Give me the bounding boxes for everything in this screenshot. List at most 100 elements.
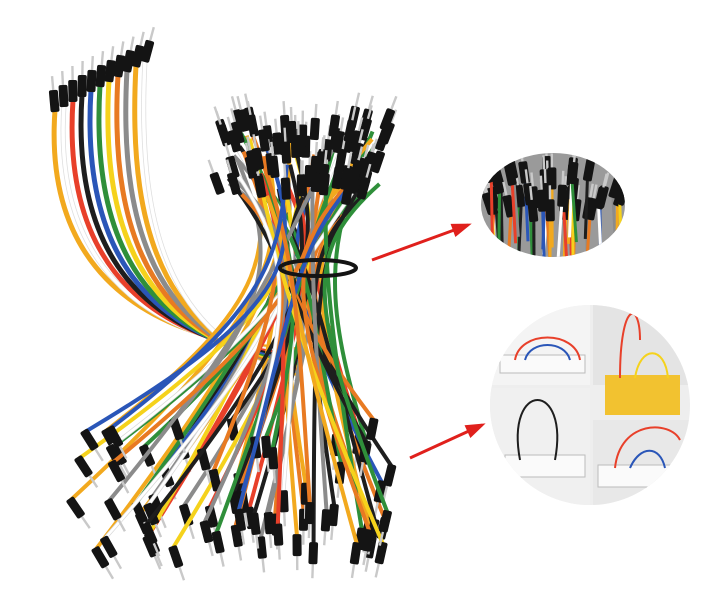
pin bbox=[121, 461, 132, 477]
pin bbox=[314, 141, 319, 158]
pin bbox=[389, 95, 398, 112]
pin bbox=[297, 121, 300, 138]
connector bbox=[308, 542, 319, 579]
connector-housing bbox=[582, 158, 596, 182]
wire bbox=[548, 219, 552, 257]
connector bbox=[215, 110, 232, 147]
pin bbox=[243, 510, 249, 527]
pin bbox=[177, 564, 186, 581]
connector-housing bbox=[68, 79, 78, 103]
connector bbox=[207, 159, 225, 195]
connector-housing bbox=[80, 428, 99, 451]
wire bbox=[323, 180, 364, 531]
connector bbox=[379, 95, 398, 131]
pin bbox=[350, 561, 356, 579]
pin bbox=[550, 153, 554, 170]
pin bbox=[207, 159, 216, 176]
connector bbox=[292, 534, 302, 571]
connector bbox=[108, 459, 130, 494]
pin bbox=[314, 103, 318, 121]
connector bbox=[226, 116, 242, 153]
connector-housing bbox=[318, 163, 330, 187]
pin bbox=[561, 170, 565, 187]
connector-housing bbox=[273, 523, 284, 546]
pin bbox=[601, 173, 608, 190]
connector-housing bbox=[356, 176, 371, 200]
connector bbox=[263, 511, 275, 549]
connector bbox=[585, 184, 598, 221]
connector-housing bbox=[585, 197, 598, 221]
connector bbox=[537, 175, 548, 212]
breadboard bbox=[499, 354, 586, 374]
pin bbox=[357, 117, 364, 134]
pin bbox=[503, 153, 510, 166]
pin bbox=[215, 110, 223, 127]
pin bbox=[357, 129, 364, 146]
pin bbox=[544, 153, 548, 159]
pin bbox=[539, 175, 543, 192]
pin bbox=[119, 41, 125, 58]
connector-housing bbox=[328, 503, 339, 527]
pin bbox=[153, 521, 163, 538]
connector bbox=[199, 520, 214, 557]
connector bbox=[615, 170, 625, 206]
pin bbox=[240, 528, 246, 545]
connector-housing bbox=[251, 147, 264, 171]
wire bbox=[510, 183, 518, 244]
connector bbox=[211, 530, 225, 567]
connector-housing bbox=[594, 186, 608, 210]
connector-housing bbox=[374, 541, 388, 565]
pin bbox=[154, 550, 163, 567]
connector-housing bbox=[365, 417, 379, 441]
pin bbox=[572, 153, 577, 160]
connector bbox=[328, 100, 340, 138]
arrow-head bbox=[464, 423, 486, 439]
breadboard bbox=[504, 454, 586, 478]
wire bbox=[322, 182, 390, 514]
connector-housing bbox=[131, 44, 145, 68]
pin bbox=[266, 455, 270, 472]
connector-housing bbox=[537, 189, 548, 212]
connector-housing bbox=[77, 74, 87, 98]
connector bbox=[143, 502, 163, 538]
pin bbox=[283, 163, 287, 180]
connector-housing bbox=[292, 534, 302, 557]
pin bbox=[364, 163, 372, 180]
wire bbox=[83, 133, 287, 434]
pin bbox=[268, 531, 273, 549]
connector-housing bbox=[74, 455, 93, 478]
pin bbox=[110, 46, 115, 63]
connector bbox=[104, 46, 116, 83]
connector bbox=[95, 51, 107, 88]
connector-housing bbox=[504, 163, 517, 186]
connector bbox=[74, 455, 99, 488]
connector-housing bbox=[100, 535, 118, 558]
connector-housing bbox=[481, 160, 496, 183]
connector-housing bbox=[256, 536, 267, 559]
connector bbox=[106, 444, 128, 478]
connector bbox=[545, 185, 555, 222]
connector-housing bbox=[349, 159, 363, 183]
connector bbox=[356, 163, 372, 200]
pin bbox=[301, 110, 305, 127]
connector bbox=[224, 142, 240, 179]
pin bbox=[530, 172, 535, 189]
connector-housing bbox=[140, 39, 155, 63]
connector bbox=[328, 503, 339, 541]
pin bbox=[356, 146, 364, 163]
connector bbox=[382, 463, 397, 500]
pin bbox=[367, 95, 374, 112]
wire bbox=[499, 188, 504, 249]
connector-housing bbox=[547, 167, 557, 190]
connector bbox=[80, 428, 104, 462]
connector bbox=[77, 60, 87, 98]
pin bbox=[138, 31, 145, 48]
connector bbox=[267, 447, 279, 484]
arrow-head bbox=[450, 223, 472, 238]
connector-housing bbox=[615, 183, 625, 206]
connector bbox=[567, 153, 579, 185]
connector bbox=[280, 163, 291, 200]
pin bbox=[622, 171, 625, 188]
pin bbox=[270, 141, 275, 158]
